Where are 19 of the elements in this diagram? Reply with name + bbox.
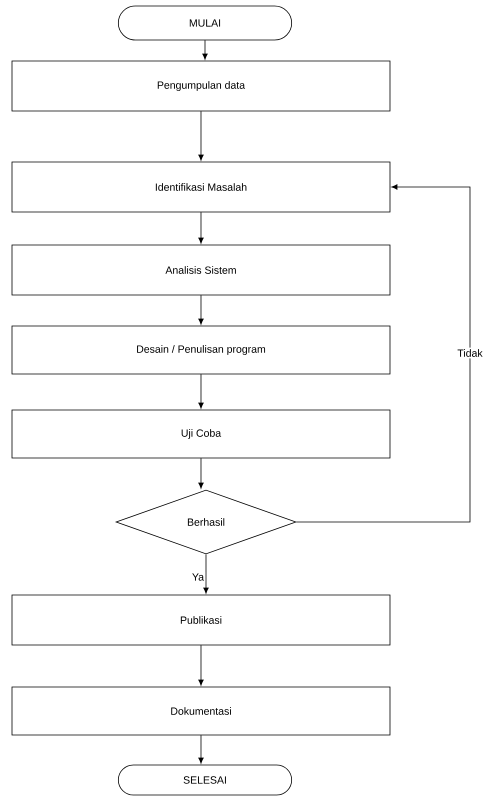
- arrow: [198, 735, 204, 764]
- arrow: [198, 645, 204, 686]
- process-box: Identifikasi Masalah: [12, 162, 390, 212]
- arrow: [198, 458, 204, 489]
- process-box: Pengumpulan data: [12, 60, 390, 112]
- process-box: Desain / Penulisan program: [12, 326, 390, 374]
- arrow: [198, 295, 204, 325]
- arrow: [198, 111, 204, 161]
- process-box: Dokumentasi: [12, 686, 390, 736]
- process-box: Publikasi: [12, 594, 390, 646]
- arrow: [296, 184, 470, 522]
- arrow: [203, 554, 209, 594]
- process-box: Uji Coba: [12, 410, 390, 458]
- edge-label: Tidak: [456, 348, 484, 358]
- arrow: [202, 40, 208, 60]
- arrow: [198, 374, 204, 409]
- edge-label: Ya: [190, 572, 206, 582]
- process-box: Analisis Sistem: [12, 244, 390, 296]
- arrow: [198, 212, 204, 244]
